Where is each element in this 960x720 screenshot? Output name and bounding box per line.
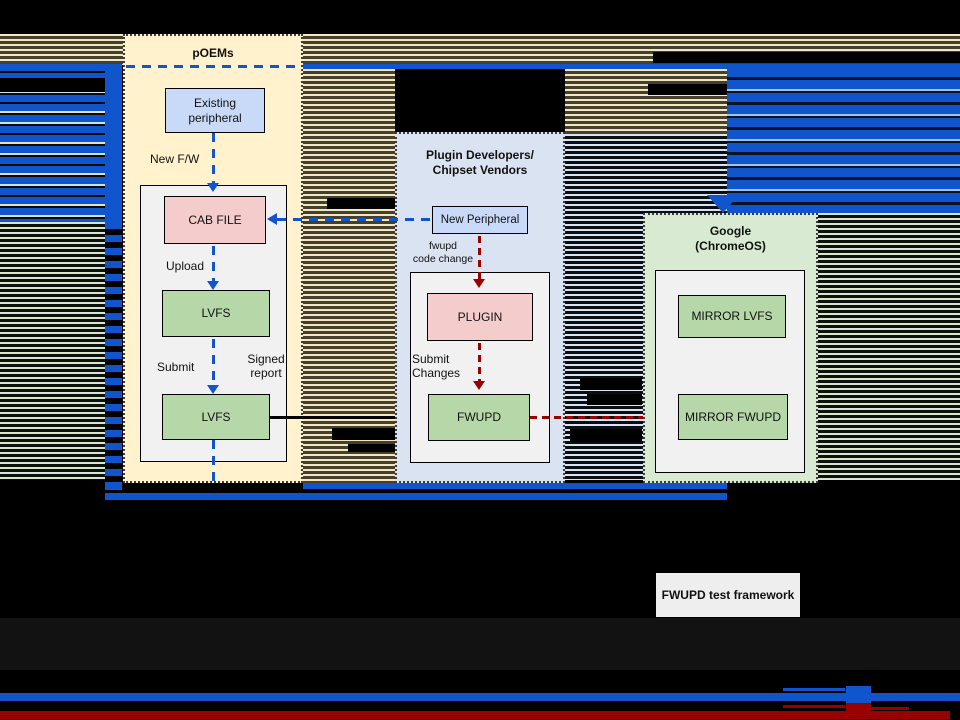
google-title: Google (ChromeOS)	[695, 224, 766, 253]
arrowhead-newperipheral-to-cab	[267, 213, 277, 225]
redaction-bar	[653, 52, 960, 63]
signed-report-label: Signed report	[247, 352, 285, 381]
redaction-bar	[648, 84, 727, 95]
glitch-dark-band	[0, 618, 960, 670]
submit-changes-label: Submit Changes	[412, 352, 461, 381]
upload-label: Upload	[166, 259, 205, 273]
mirror-fwupd-node: MIRROR FWUPD	[678, 394, 788, 440]
submit-label: Submit	[157, 360, 195, 374]
arrow-existing-to-cab	[212, 133, 215, 183]
glitch-blue-dash-column	[105, 222, 122, 490]
redaction-bar	[580, 378, 642, 390]
glitch-bottom-red-thin-right	[871, 707, 909, 710]
glitch-bottom-blue-block	[846, 686, 871, 704]
arrow-lvfs-to-lvfs	[212, 339, 215, 386]
redaction-bar	[348, 444, 395, 452]
mirror-lvfs-node: MIRROR LVFS	[678, 295, 786, 338]
glitch-blue-bar-1	[303, 483, 727, 489]
glitch-bottom-red-bar	[0, 711, 950, 719]
redaction-bar	[332, 428, 395, 440]
glitch-blue-bar-2	[105, 493, 727, 500]
glitch-blue-arrowhead	[707, 195, 739, 213]
glitch-bottom-blue-bar	[0, 693, 960, 701]
arrow-newperipheral-to-plugin	[478, 236, 481, 280]
arrow-plugin-to-fwupd	[478, 343, 481, 382]
glitch-black-patch-left	[0, 78, 105, 92]
arrowhead-existing-to-cab	[207, 183, 219, 192]
arrow-fwupd-to-mirror	[530, 416, 666, 419]
lvfs-bottom-node: LVFS	[162, 394, 270, 440]
arrowhead-plugin-to-fwupd	[473, 381, 485, 390]
lvfs-top-node: LVFS	[162, 290, 270, 337]
glitch-blue-line-top	[303, 64, 960, 69]
arrowhead-cab-to-lvfs	[207, 281, 219, 290]
redaction-bar	[570, 429, 642, 442]
plugin-devs-title: Plugin Developers/ Chipset Vendors	[425, 148, 535, 177]
new-peripheral-node: New Peripheral	[432, 206, 528, 234]
cab-file-node: CAB FILE	[164, 196, 266, 244]
redaction-bar	[587, 394, 642, 405]
glitch-blue-band	[105, 64, 122, 222]
glitch-blue-bar-1-block	[105, 483, 122, 490]
arrowhead-newperipheral-to-plugin	[473, 279, 485, 288]
glitch-stripes-green-right	[818, 213, 960, 480]
poems-separator-dashed-line	[126, 65, 301, 68]
existing-peripheral-node: Existing peripheral	[165, 88, 265, 133]
fwupd-test-framework-box: FWUPD test framework	[656, 573, 800, 617]
glitch-blue-block-region	[727, 68, 960, 213]
code-change-label: fwupd code change	[412, 240, 474, 265]
glitch-stripes-green-left	[0, 222, 105, 480]
glitch-bottom-red-thin	[783, 705, 845, 708]
dashed-line-below-lvfs	[212, 440, 215, 483]
arrowhead-lvfs-to-lvfs	[207, 385, 219, 394]
new-fw-label: New F/W	[150, 152, 200, 166]
glitch-stripes-mid-gap	[303, 64, 395, 483]
arrow-cab-to-lvfs	[212, 246, 215, 282]
arrow-lvfs-to-fwupd	[270, 416, 418, 419]
redaction-bar	[327, 198, 397, 209]
plugin-node: PLUGIN	[427, 293, 533, 341]
poems-title: pOEMs	[192, 46, 234, 60]
glitch-bottom-blue-thin	[783, 688, 845, 691]
fwupd-node: FWUPD	[428, 394, 530, 441]
glitch-bottom-red-block	[846, 703, 871, 714]
arrow-newperipheral-to-cab	[277, 218, 432, 221]
fwupd-test-framework-label: FWUPD test framework	[661, 588, 795, 602]
